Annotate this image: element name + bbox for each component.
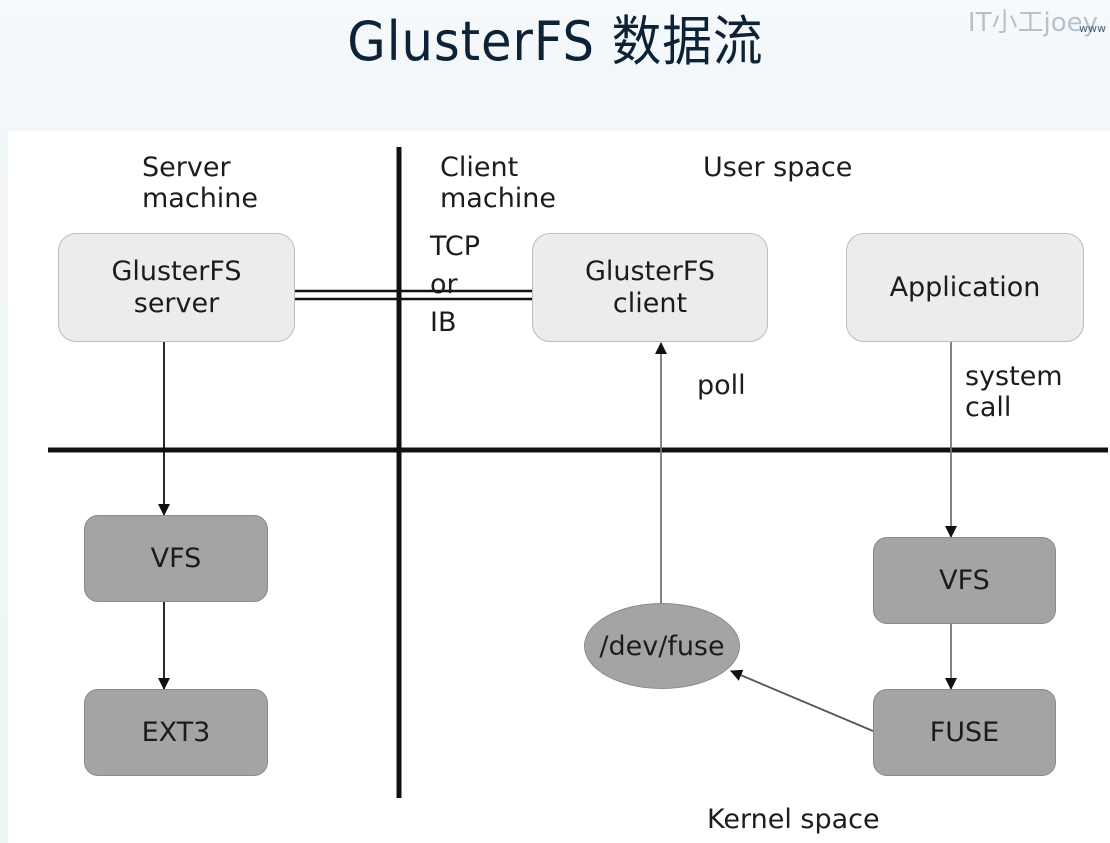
system-call-label: system call [965,361,1063,423]
poll-label: poll [697,370,746,401]
page-title: GlusterFS 数据流 [347,10,764,73]
ext3-node: EXT3 [84,689,268,776]
server-vfs-node: VFS [84,515,268,602]
watermark: IT小工joey [967,8,1098,38]
glusterfs-client-node: GlusterFS client [532,233,768,342]
arrow-fuse-to-devfuse [730,669,874,732]
watermark-url: www [1079,22,1106,35]
kernel-space-label: Kernel space [707,804,880,835]
tcp-ib-label: TCP or IB [430,231,481,338]
client-vfs-node: VFS [873,537,1056,624]
fuse-node: FUSE [873,689,1056,776]
dev-fuse-node: /dev/fuse [584,603,740,689]
application-node: Application [846,233,1084,342]
glusterfs-server-node: GlusterFS server [58,233,295,342]
server-machine-label: Server machine [142,152,259,214]
user-space-label: User space [703,152,853,183]
client-machine-label: Client machine [440,152,557,214]
